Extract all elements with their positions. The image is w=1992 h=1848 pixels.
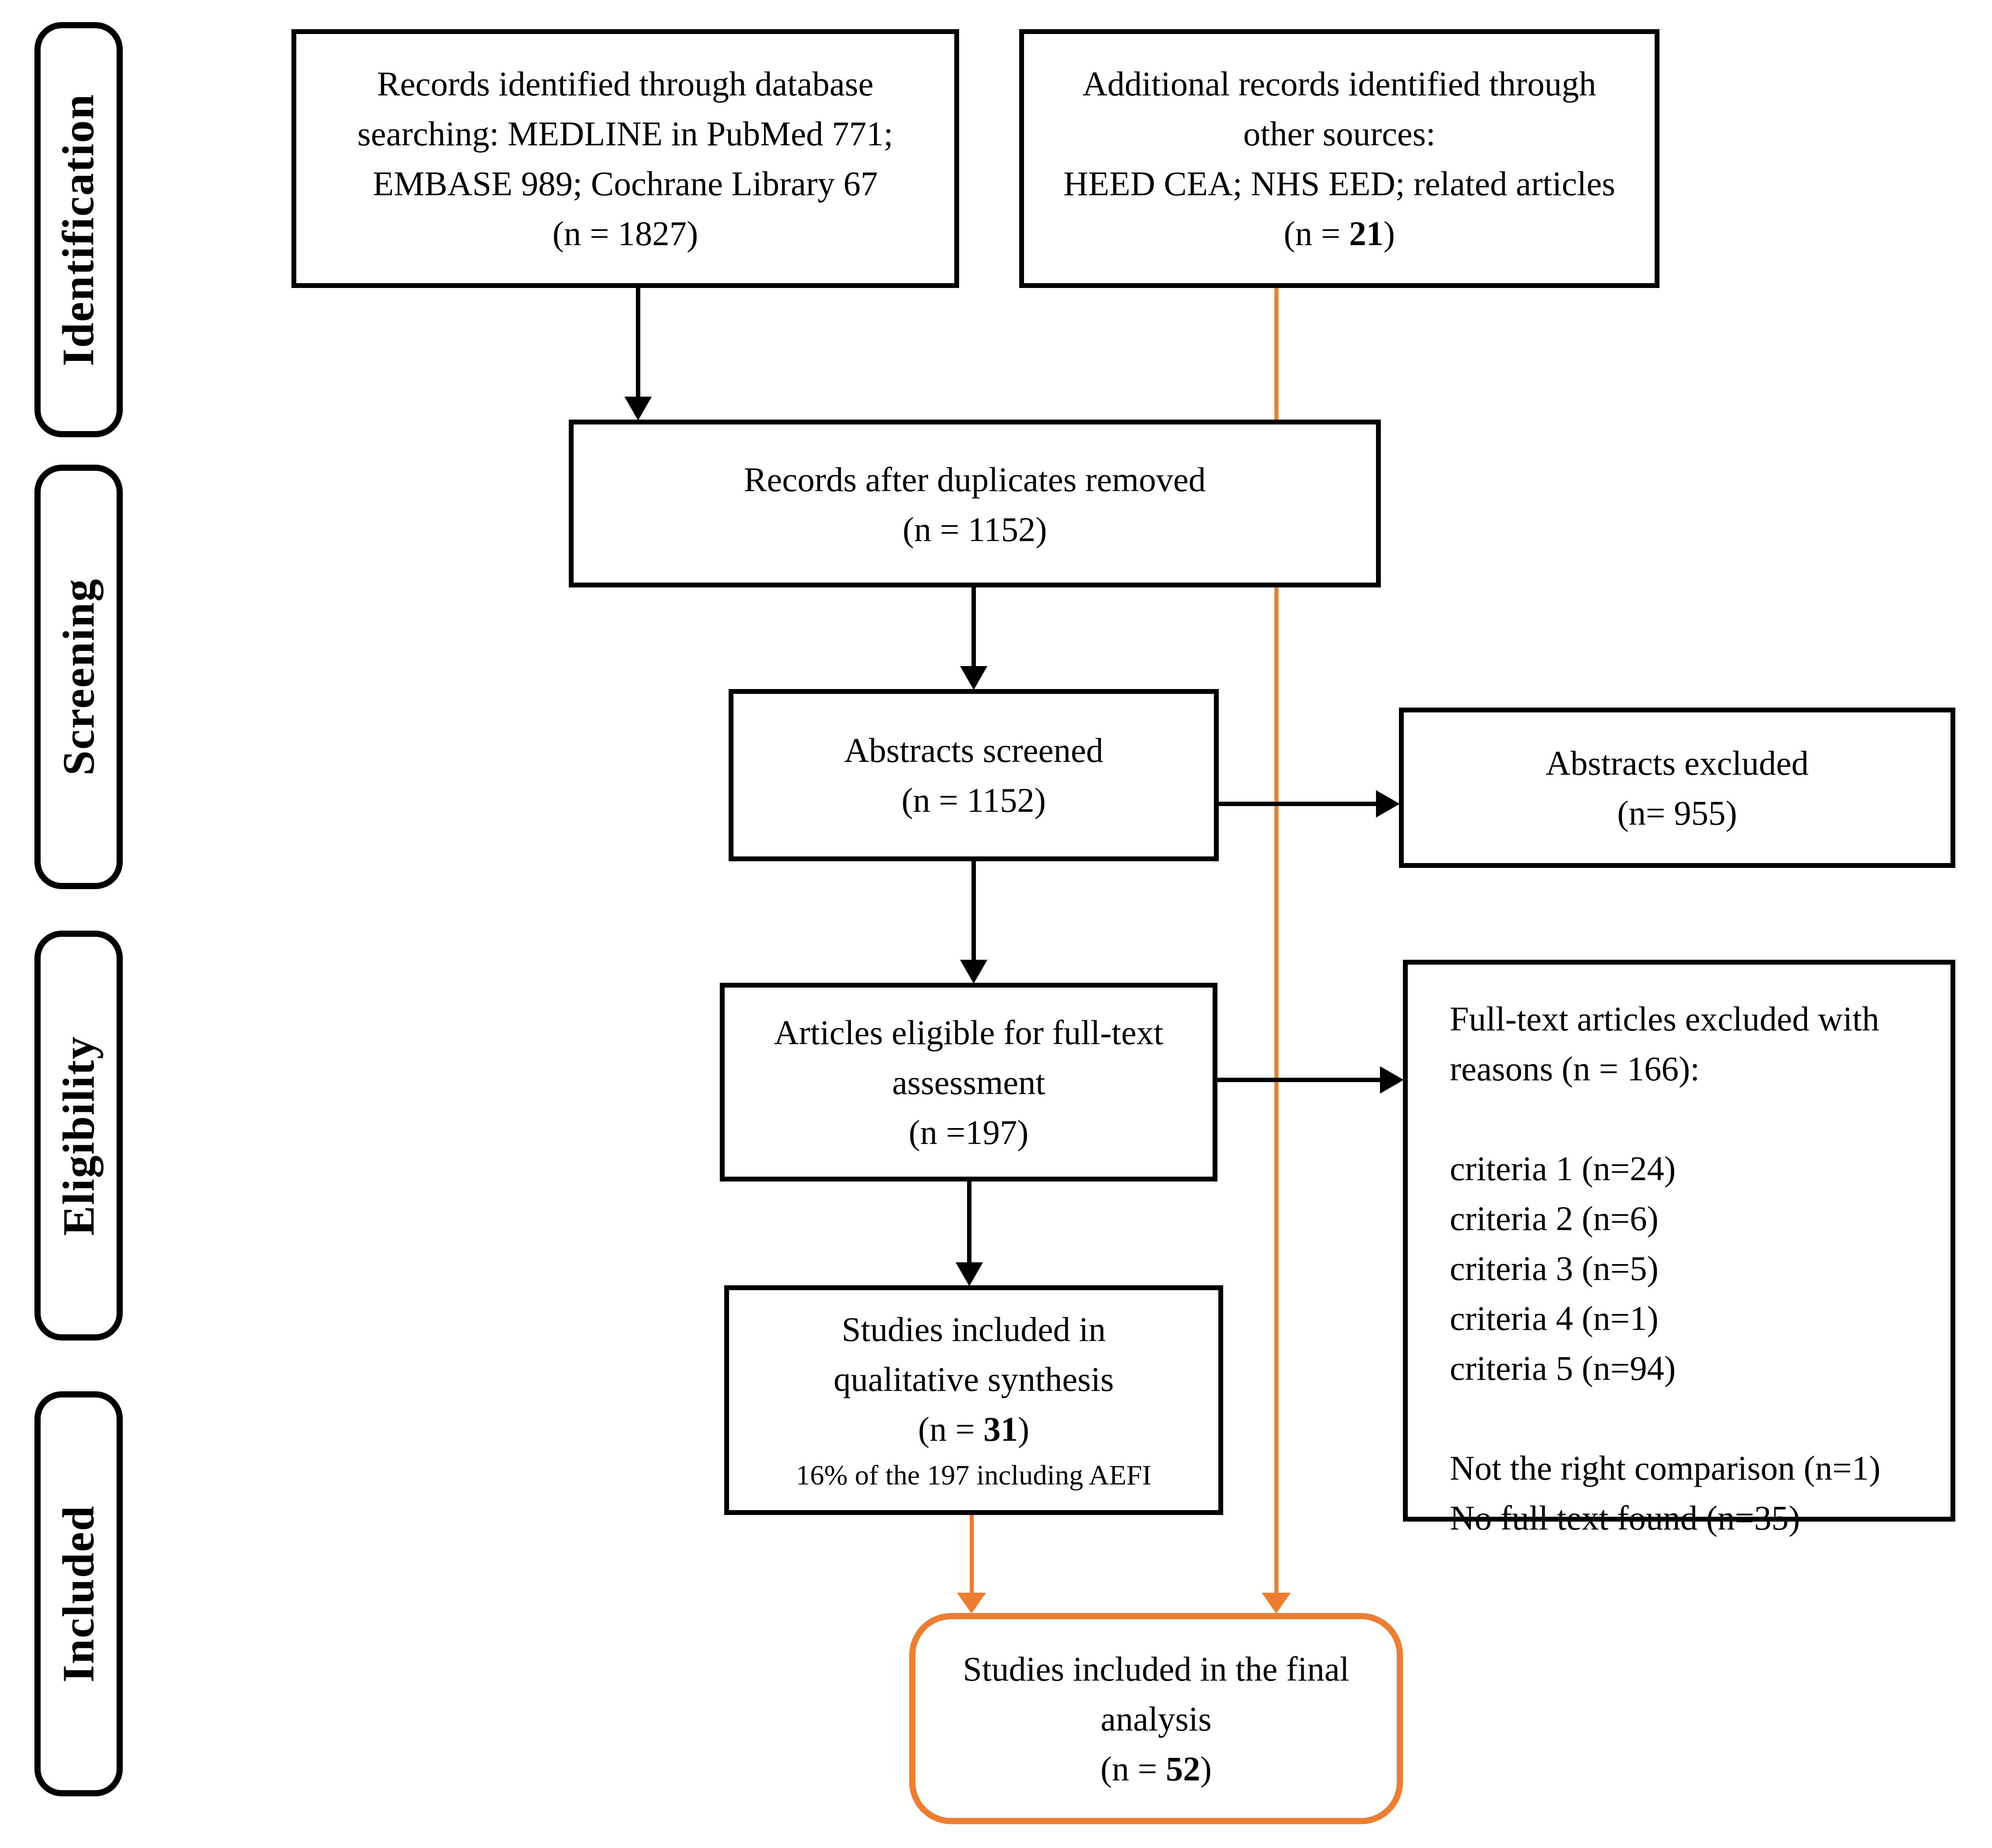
ft-excluded-title-line2: reasons (n = 166): — [1450, 1049, 1700, 1088]
flow-line-qualitative-to-final — [970, 1515, 974, 1593]
count-prefix: (n = — [918, 1409, 983, 1448]
arrow-screened-to-excluded-head — [1376, 790, 1400, 818]
stage-label-included: Included — [34, 1391, 123, 1796]
stage-label-included-text: Included — [53, 1505, 104, 1683]
node-additional-records: Additional records identified through ot… — [1019, 29, 1659, 288]
arrow-eligible-to-qualitative-head — [956, 1262, 983, 1286]
arrow-screened-to-excluded-line — [1219, 802, 1378, 806]
node-records-identified-count: (n = 1827) — [552, 214, 698, 253]
node-records-identified-line1: Records identified through database — [377, 64, 874, 103]
arrow-eligible-to-ftexcluded-head — [1380, 1066, 1404, 1094]
count-suffix: ) — [1200, 1749, 1212, 1788]
node-additional-records-line2: other sources: — [1243, 114, 1436, 153]
node-records-identified-line3: EMBASE 989; Cochrane Library 67 — [373, 164, 878, 203]
node-abstracts-excluded: Abstracts excluded (n= 955) — [1399, 708, 1955, 868]
flow-line-other-sources-to-final — [1274, 288, 1278, 1593]
arrow-duplicates-to-screened-head — [960, 666, 987, 690]
ft-excluded-comparison: Not the right comparison (n=1) — [1450, 1449, 1881, 1487]
arrow-eligible-to-ftexcluded-line — [1217, 1078, 1380, 1082]
arrow-db-to-duplicates-line — [636, 288, 640, 399]
node-full-text-eligible: Articles eligible for full-text assessme… — [720, 983, 1217, 1182]
node-abstracts-excluded-count: (n= 955) — [1617, 793, 1737, 832]
arrow-eligible-to-qualitative-line — [967, 1182, 971, 1263]
arrow-screened-to-eligible-line — [971, 861, 976, 961]
count-value: 21 — [1349, 214, 1383, 253]
node-final-line1: Studies included in the final — [963, 1649, 1349, 1688]
node-full-text-eligible-line2: assessment — [892, 1063, 1045, 1102]
arrow-db-to-duplicates-head — [624, 397, 652, 420]
node-qualitative-synthesis: Studies included in qualitative synthesi… — [724, 1285, 1223, 1515]
stage-label-identification-text: Identification — [53, 93, 104, 366]
ft-excluded-criteria-5: criteria 5 (n=94) — [1450, 1349, 1676, 1387]
arrowhead-other-sources-to-final — [1262, 1593, 1291, 1613]
count-suffix: ) — [1383, 214, 1395, 253]
ft-excluded-criteria-3: criteria 3 (n=5) — [1450, 1249, 1659, 1288]
stage-label-identification: Identification — [34, 22, 123, 437]
node-additional-records-line3: HEED CEA; NHS EED; related articles — [1063, 164, 1615, 203]
node-additional-records-line1: Additional records identified through — [1082, 64, 1596, 103]
node-full-text-eligible-count: (n =197) — [908, 1113, 1029, 1151]
ft-excluded-no-full-text: No full text found (n=35) — [1450, 1499, 1800, 1537]
arrowhead-qualitative-to-final — [957, 1593, 986, 1613]
stage-label-eligibility: Eligibility — [34, 931, 123, 1341]
node-duplicates-removed-count: (n = 1152) — [902, 510, 1047, 549]
node-full-text-eligible-line1: Articles eligible for full-text — [774, 1013, 1164, 1052]
stage-label-eligibility-text: Eligibility — [53, 1035, 104, 1236]
node-records-identified: Records identified through database sear… — [291, 29, 959, 288]
node-qualitative-line1: Studies included in — [842, 1310, 1106, 1348]
arrow-screened-to-eligible-head — [960, 960, 987, 984]
ft-excluded-criteria-4: criteria 4 (n=1) — [1450, 1299, 1659, 1337]
node-qualitative-line2: qualitative synthesis — [833, 1359, 1114, 1398]
count-prefix: (n = — [1284, 214, 1349, 253]
stage-label-screening-text: Screening — [53, 578, 104, 776]
node-final-analysis: Studies included in the final analysis (… — [909, 1613, 1403, 1824]
arrow-duplicates-to-screened-line — [971, 587, 976, 668]
node-duplicates-removed-line1: Records after duplicates removed — [744, 460, 1206, 499]
ft-excluded-criteria-1: criteria 1 (n=24) — [1450, 1149, 1676, 1188]
node-qualitative-count: (n = 31) — [918, 1404, 1029, 1454]
node-additional-records-count: (n = 21) — [1284, 208, 1395, 258]
count-value: 31 — [983, 1409, 1018, 1448]
node-qualitative-note: 16% of the 197 including AEFI — [796, 1459, 1152, 1491]
node-records-identified-line2: searching: MEDLINE in PubMed 771; — [357, 114, 893, 153]
node-abstracts-screened: Abstracts screened (n = 1152) — [729, 689, 1219, 861]
node-final-line2: analysis — [1100, 1699, 1212, 1738]
count-value: 52 — [1165, 1749, 1200, 1788]
ft-excluded-title-line1: Full-text articles excluded with — [1450, 1000, 1879, 1038]
node-abstracts-excluded-line1: Abstracts excluded — [1546, 743, 1809, 782]
ft-excluded-criteria-2: criteria 2 (n=6) — [1450, 1199, 1659, 1238]
count-prefix: (n = — [1100, 1749, 1166, 1788]
node-duplicates-removed: Records after duplicates removed (n = 11… — [569, 420, 1381, 587]
node-final-count: (n = 52) — [1100, 1744, 1212, 1794]
stage-label-screening: Screening — [34, 465, 123, 889]
node-abstracts-screened-count: (n = 1152) — [901, 781, 1046, 819]
node-abstracts-screened-line1: Abstracts screened — [844, 731, 1104, 769]
count-suffix: ) — [1017, 1409, 1029, 1448]
node-full-text-excluded: Full-text articles excluded with reasons… — [1403, 960, 1955, 1537]
